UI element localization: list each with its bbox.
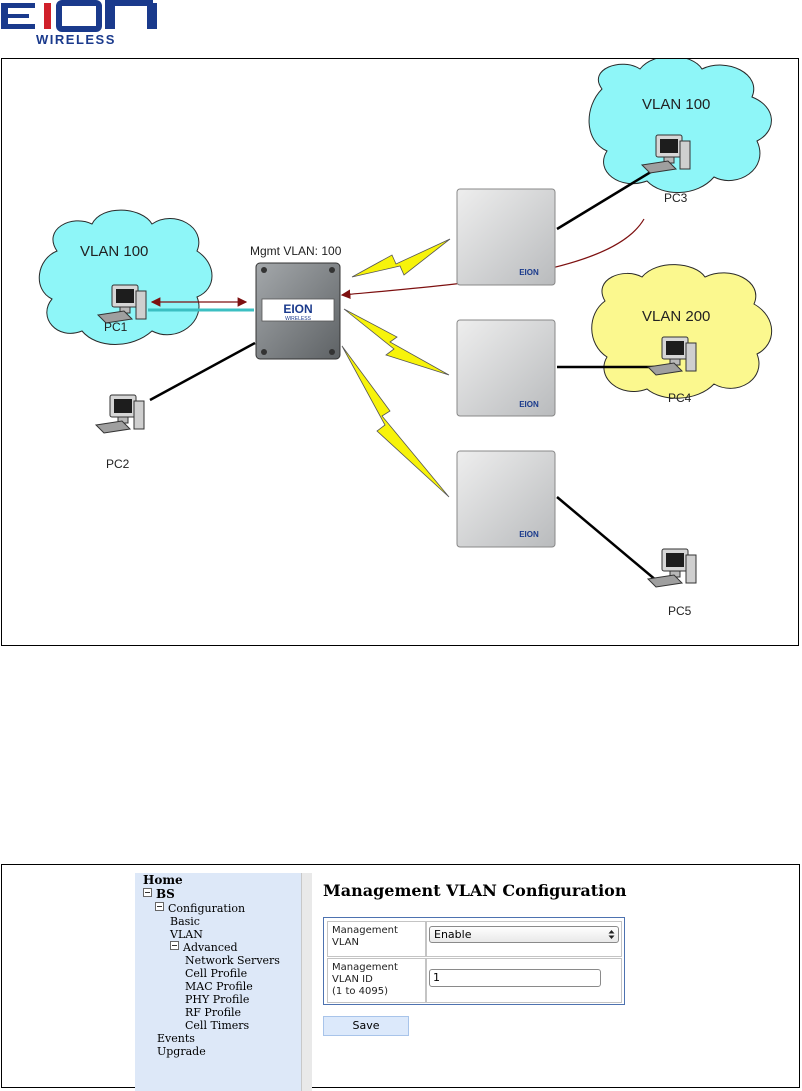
- cloud-label: VLAN 100: [80, 243, 148, 260]
- wireless-link-bolt-2: [343, 308, 450, 376]
- nav-mac-profile[interactable]: MAC Profile: [185, 980, 253, 993]
- panel-badge: EION: [519, 530, 539, 539]
- nav-home[interactable]: Home: [143, 873, 183, 887]
- cable-panel1-pc3: [556, 165, 660, 231]
- nav-cell-profile[interactable]: Cell Profile: [185, 967, 248, 980]
- panel-badge: EION: [519, 268, 539, 277]
- pc3-label: PC3: [664, 191, 688, 205]
- nav-vlan[interactable]: VLAN: [170, 928, 203, 941]
- pc4-label: PC4: [668, 391, 692, 405]
- cloud-vlan-100-right: VLAN 100: [588, 59, 772, 193]
- mgmt-vlan-label: Mgmt VLAN: 100: [250, 244, 342, 258]
- network-diagram: VLAN 100 VLAN 100 VLAN 200 Mgmt VLAN: 10…: [1, 58, 799, 646]
- nav-cell-timers[interactable]: Cell Timers: [185, 1019, 250, 1032]
- sidebar-scrollbar[interactable]: [301, 873, 312, 1091]
- cable-panel3-pc5: [556, 496, 658, 582]
- wireless-link-bolt-1: [351, 238, 451, 278]
- eion-logo-graphic: WIRELESS: [1, 0, 157, 47]
- wireless-link-bolt-3: [341, 345, 450, 498]
- diagram-canvas: VLAN 100 VLAN 100 VLAN 200 Mgmt VLAN: 10…: [38, 59, 773, 618]
- page-title: Management VLAN Configuration: [323, 881, 627, 900]
- cloud-label: VLAN 200: [642, 308, 710, 325]
- unit-badge-tagline: WIRELESS: [285, 316, 312, 322]
- management-vlan-id-input[interactable]: 1: [429, 969, 601, 987]
- pc2-icon: [95, 394, 145, 434]
- management-vlan-select[interactable]: Enable: [429, 926, 619, 943]
- web-ui-screenshot: Home BS Configuration Basic VLAN Advance…: [1, 864, 800, 1091]
- cable-pc2-cpe: [149, 341, 256, 402]
- nav-rf-profile[interactable]: RF Profile: [185, 1006, 242, 1019]
- nav-basic[interactable]: Basic: [170, 915, 200, 928]
- navigation-tree: Home BS Configuration Basic VLAN Advance…: [135, 873, 301, 1091]
- cloud-label: VLAN 100: [642, 96, 710, 113]
- cloud-vlan-200: VLAN 200: [591, 264, 773, 399]
- mgmt-vlan-value-cell: [426, 921, 622, 957]
- panel-antenna-1: EION: [456, 188, 556, 286]
- eion-wireless-logo: WIRELESS: [0, 0, 170, 52]
- nav-phy-profile[interactable]: PHY Profile: [185, 993, 250, 1006]
- nav-advanced[interactable]: Advanced: [170, 941, 238, 954]
- pc5-label: PC5: [668, 604, 692, 618]
- nav-network-servers[interactable]: Network Servers: [185, 954, 280, 967]
- nav-configuration[interactable]: Configuration: [155, 902, 245, 915]
- panel-badge: EION: [519, 400, 539, 409]
- pc5-icon: [647, 548, 697, 588]
- mgmt-vlan-label-cell: Management VLAN: [327, 921, 426, 957]
- collapse-icon[interactable]: [170, 941, 179, 950]
- unit-badge-brand: EION: [283, 302, 312, 316]
- nav-bs[interactable]: BS: [143, 888, 175, 901]
- logo-tagline: WIRELESS: [36, 32, 116, 47]
- collapse-icon[interactable]: [155, 902, 164, 911]
- panel-antenna-2: EION: [456, 319, 556, 417]
- mgmt-vlan-id-value-cell: [426, 958, 622, 1003]
- pc1-label: PC1: [104, 320, 128, 334]
- select-arrows-icon: [608, 930, 615, 939]
- panel-antenna-3: EION: [456, 450, 556, 548]
- base-station-unit: EION WIRELESS: [255, 262, 341, 360]
- pc2-label: PC2: [106, 457, 130, 471]
- collapse-icon[interactable]: [143, 888, 152, 897]
- nav-events[interactable]: Events: [157, 1032, 195, 1045]
- save-button[interactable]: Save: [323, 1016, 409, 1036]
- mgmt-vlan-id-label-cell: Management VLAN ID (1 to 4095): [327, 958, 426, 1003]
- management-vlan-table: Management VLAN Enable Management VLAN I…: [323, 917, 625, 1005]
- nav-upgrade[interactable]: Upgrade: [157, 1045, 206, 1058]
